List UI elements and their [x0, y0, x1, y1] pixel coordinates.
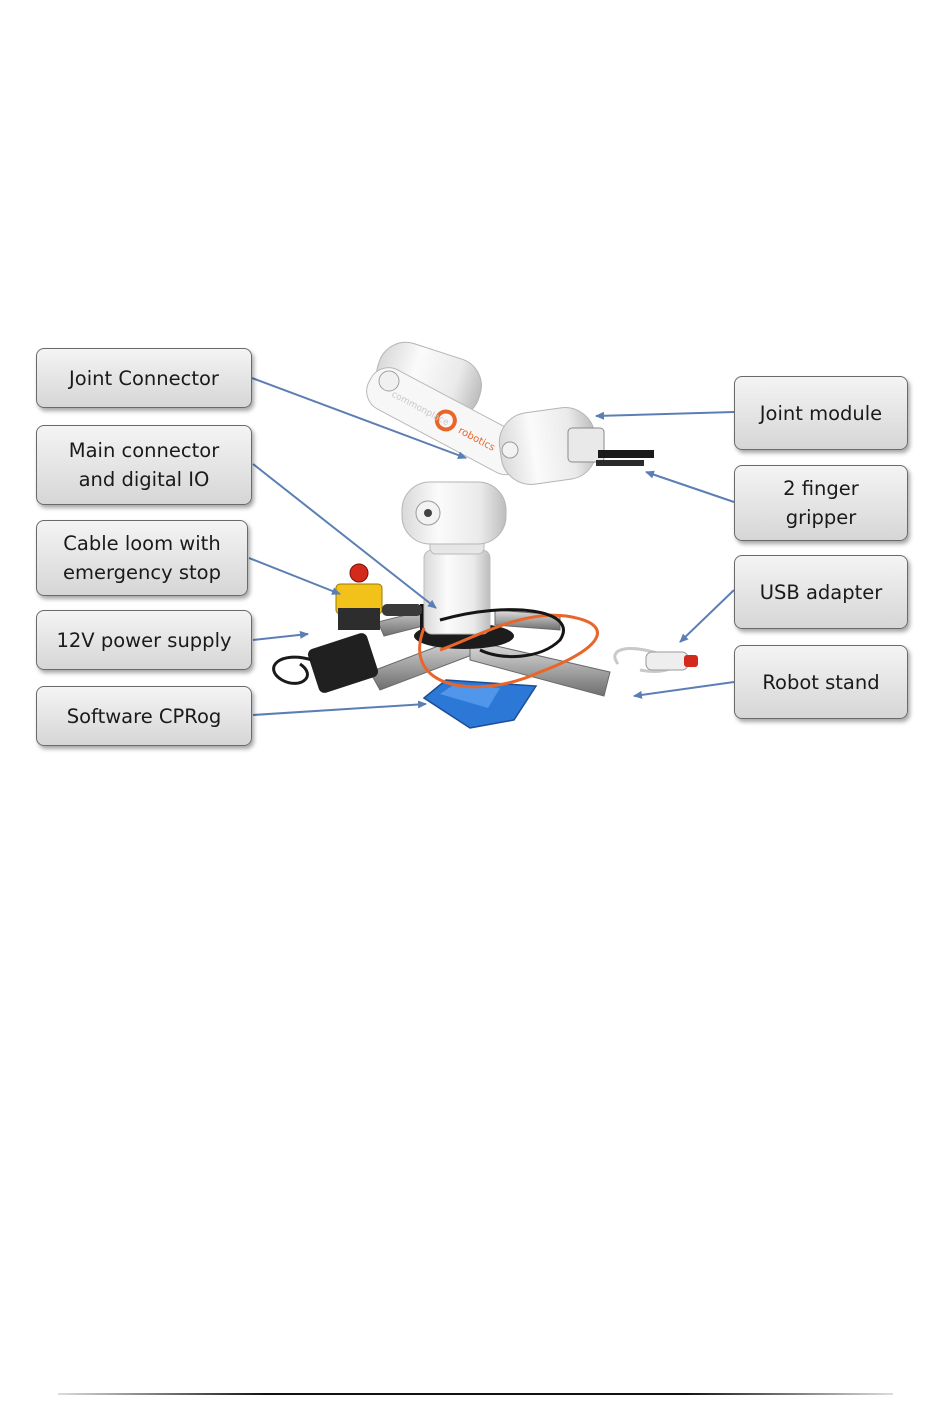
arrow-gripper [646, 472, 734, 502]
gripper-finger-1 [598, 450, 654, 458]
arrow-power-supply [253, 634, 308, 640]
callout-joint-module: Joint module [734, 376, 908, 450]
base-column [424, 550, 490, 634]
arrow-cable-loom [249, 558, 340, 594]
arrow-software [253, 704, 426, 715]
stand-rail-back-right [495, 610, 560, 630]
usb-adapter-tip [684, 655, 698, 667]
estop-base [338, 608, 380, 630]
callout-robot-stand: Robot stand [734, 645, 908, 719]
footer-rule [58, 1393, 893, 1395]
usb-adapter-body [646, 652, 688, 670]
callout-power-supply: 12V power supply [36, 610, 252, 670]
callout-gripper: 2 finger gripper [734, 465, 908, 541]
arrow-usb-adapter [680, 590, 734, 642]
estop-button [350, 564, 368, 582]
callout-main-connector: Main connector and digital IO [36, 425, 252, 505]
arrow-joint-module [596, 412, 734, 416]
callout-joint-connector: Joint Connector [36, 348, 252, 408]
callout-cable-loom: Cable loom with emergency stop [36, 520, 248, 596]
gripper-finger-2 [596, 460, 644, 466]
power-cable [274, 657, 312, 683]
wrist-hub [502, 442, 518, 458]
callout-software: Software CPRog [36, 686, 252, 746]
power-brick [306, 632, 379, 695]
estop-coil [382, 604, 422, 616]
callout-usb-adapter: USB adapter [734, 555, 908, 629]
shoulder-joint-screw [424, 509, 432, 517]
elbow-hub [379, 371, 399, 391]
arrow-robot-stand [634, 682, 734, 696]
